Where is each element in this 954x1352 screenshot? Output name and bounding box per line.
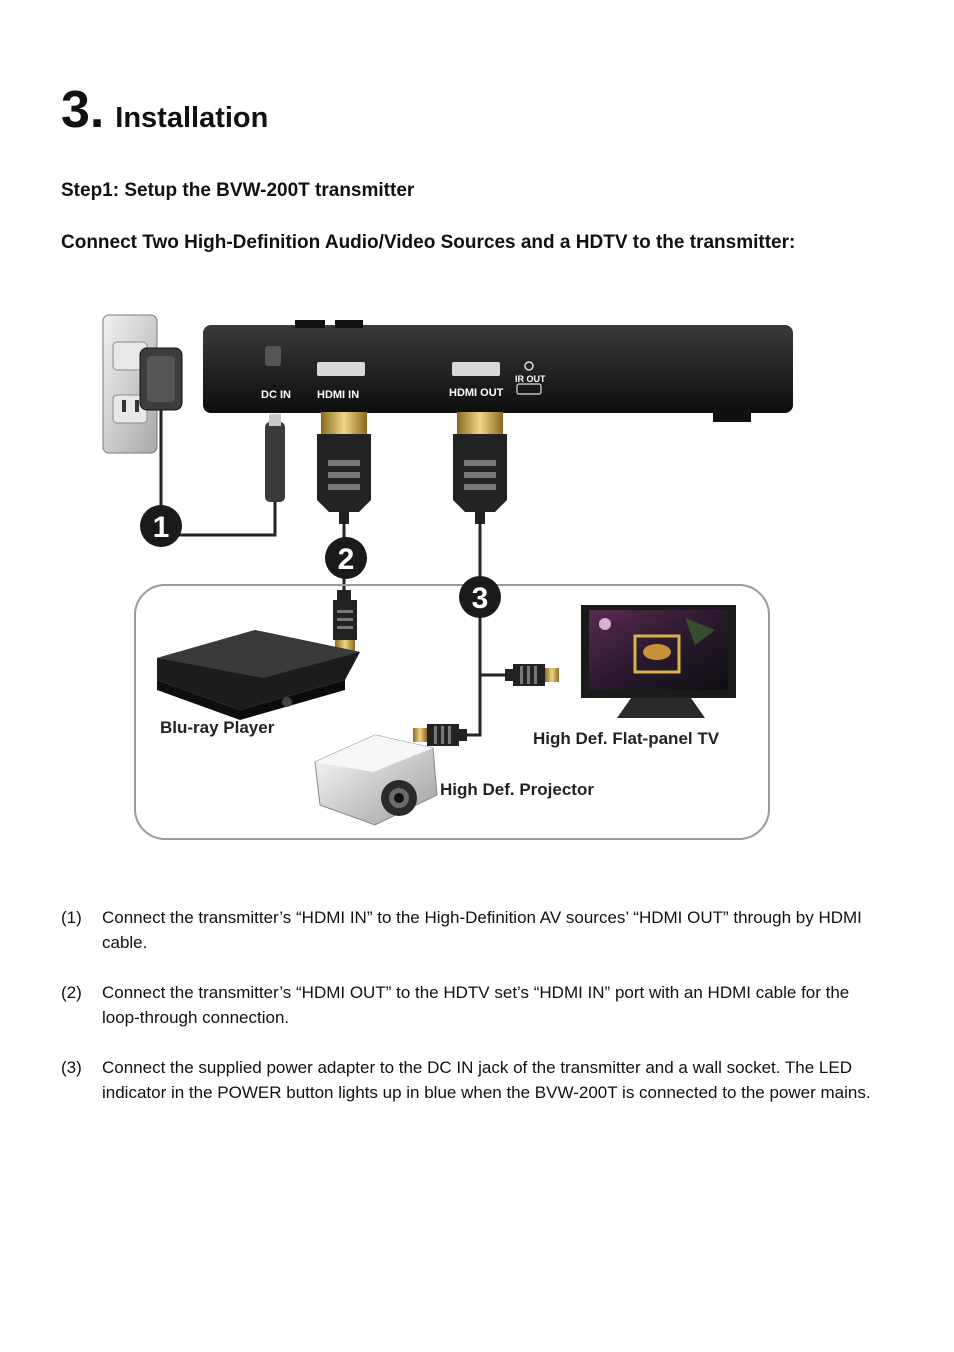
badge-1: 1 bbox=[140, 505, 182, 547]
connect-title: Connect Two High-Definition Audio/Video … bbox=[61, 232, 796, 253]
bluray-player: Blu-ray Player bbox=[157, 630, 360, 737]
svg-text:3: 3 bbox=[472, 582, 489, 615]
bluray-hdmi-plug bbox=[333, 590, 357, 654]
section-title: Installation bbox=[115, 102, 269, 134]
hdmi-in-label: HDMI IN bbox=[317, 389, 359, 401]
flat-panel-tv: High Def. Flat-panel TV bbox=[533, 605, 736, 748]
hdmi-out-label: HDMI OUT bbox=[449, 387, 504, 399]
ir-out-jack bbox=[524, 361, 534, 371]
badge-2: 2 bbox=[325, 537, 367, 579]
step-title: Step1: Setup the BVW-200T transmitter bbox=[61, 180, 415, 201]
ir-out-label: IR OUT bbox=[515, 374, 546, 384]
hdmi-out-port bbox=[452, 362, 500, 376]
dc-in-jack bbox=[265, 346, 281, 366]
badge-3: 3 bbox=[459, 576, 501, 618]
projector: High Def. Projector bbox=[314, 734, 594, 826]
section-number: 3. bbox=[61, 81, 105, 139]
section-heading: 3. Installation bbox=[61, 84, 268, 136]
instruction-text: Connect the transmitter’s “HDMI IN” to t… bbox=[102, 908, 862, 952]
connection-diagram: DC IN HDMI IN HDMI OUT IR OUT bbox=[95, 300, 805, 850]
instruction-item: (3) Connect the supplied power adapter t… bbox=[61, 1055, 891, 1105]
instruction-text: Connect the transmitter’s “HDMI OUT” to … bbox=[102, 983, 850, 1027]
hdmi-in-port bbox=[317, 362, 365, 376]
hdmi-in-plug bbox=[317, 412, 371, 524]
projector-label: High Def. Projector bbox=[440, 780, 594, 799]
svg-text:1: 1 bbox=[153, 511, 170, 544]
svg-text:2: 2 bbox=[338, 543, 355, 576]
wall-outlet bbox=[102, 314, 183, 454]
instruction-text: Connect the supplied power adapter to th… bbox=[102, 1058, 871, 1102]
dc-in-label: DC IN bbox=[261, 389, 291, 401]
instruction-index: (1) bbox=[61, 908, 82, 927]
transmitter-box: DC IN HDMI IN HDMI OUT IR OUT bbox=[203, 320, 793, 422]
hdmi-out-plug bbox=[453, 412, 507, 524]
tv-hdmi-plug bbox=[505, 664, 559, 686]
instruction-index: (3) bbox=[61, 1058, 82, 1077]
instruction-index: (2) bbox=[61, 983, 82, 1002]
projector-hdmi-plug bbox=[413, 724, 467, 746]
dc-plug bbox=[265, 422, 285, 502]
instruction-list: (1) Connect the transmitter’s “HDMI IN” … bbox=[61, 905, 891, 1130]
instruction-item: (2) Connect the transmitter’s “HDMI OUT”… bbox=[61, 980, 891, 1030]
tv-label: High Def. Flat-panel TV bbox=[533, 729, 720, 748]
bluray-label: Blu-ray Player bbox=[160, 718, 275, 737]
device-panel bbox=[134, 584, 770, 840]
instruction-item: (1) Connect the transmitter’s “HDMI IN” … bbox=[61, 905, 891, 955]
